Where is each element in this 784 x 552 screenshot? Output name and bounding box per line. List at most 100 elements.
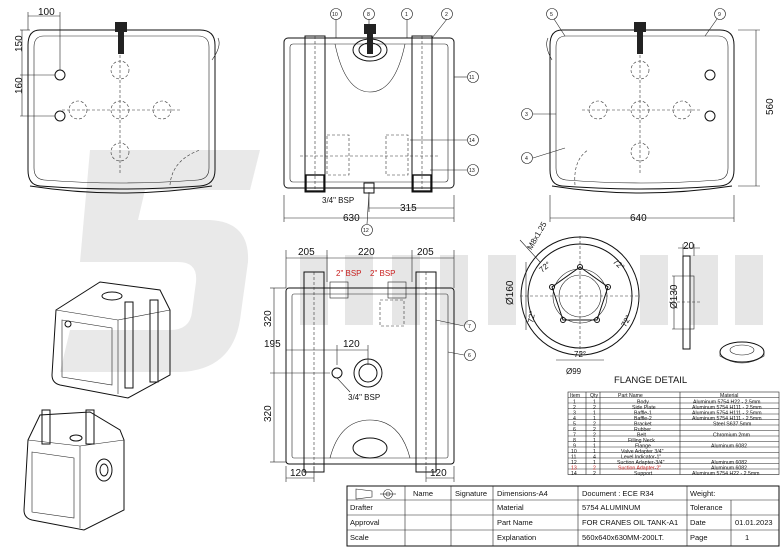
bom-cell: 12 [571, 460, 577, 466]
bom-header-qty: Qty [590, 393, 598, 399]
bom-cell: 1 [593, 438, 596, 444]
projection-symbol-icon [355, 488, 396, 500]
dim-640: 640 [630, 213, 647, 224]
balloon-5: 5 [550, 12, 553, 18]
balloon-13: 13 [469, 168, 475, 174]
bom-cell: 1 [593, 460, 596, 466]
bom-cell: 10 [571, 449, 577, 455]
bom-cell: 9 [573, 444, 576, 450]
bom-cell: 4 [593, 455, 596, 461]
bom-cell: Belt [637, 433, 646, 439]
tb-drafter: Drafter [350, 503, 373, 512]
dim-320-lower: 320 [263, 405, 274, 422]
bom-cell: 2 [573, 405, 576, 411]
bom-cell: 11 [571, 455, 576, 461]
front-view-top [283, 24, 455, 222]
bom-cell: 2 [593, 433, 596, 439]
tb-page-header: Page [690, 533, 708, 542]
bom-header-part: Part Name [618, 393, 643, 399]
dim-120-center: 120 [343, 339, 360, 350]
dim-320-upper: 320 [263, 310, 274, 327]
bom-cell: Aluminum 6082 [711, 444, 747, 450]
tb-explanation-value: 560x640x630MM-200LT. [582, 533, 664, 542]
balloon-3: 3 [525, 112, 528, 118]
bom-cell: Aluminum 6082 [711, 466, 747, 472]
dim-dia-99: Ø99 [566, 367, 582, 376]
balloon-4: 4 [525, 156, 528, 162]
bom-cell: 5 [573, 422, 576, 428]
label-bsp-bottom: 3/4" BSP [322, 196, 354, 205]
tb-dimensions: Dimensions-A4 [497, 489, 548, 498]
bom-cell: 1 [573, 400, 576, 406]
bom-header-item: Item [570, 393, 580, 399]
dim-160: 160 [14, 77, 25, 94]
bom-cell: Aluminum 6082 [711, 460, 747, 466]
bom-cell: Bracket [634, 422, 652, 428]
dim-dia-130: Ø130 [669, 284, 680, 309]
bom-table [567, 391, 780, 475]
tb-weight: Weight: [690, 489, 715, 498]
tb-tolerance: Tolerance [690, 503, 723, 512]
flange-detail-front [519, 236, 640, 361]
bom-cell: Body [637, 400, 649, 406]
bom-cell: 2 [593, 466, 596, 472]
bom-cell: Aluminum 5754 H111 - 2.5mm [692, 416, 762, 422]
balloon-8: 8 [367, 12, 370, 18]
tb-material-value: 5754 ALUMINUM [582, 503, 640, 512]
tb-page-value: 1 [745, 533, 749, 542]
label-2-bsp-right: 2" BSP [370, 269, 396, 278]
bom-cell: 1 [593, 449, 596, 455]
bom-cell: 1 [593, 444, 596, 450]
angle-72-bottom: 72° [574, 350, 586, 359]
tb-explanation-header: Explanation [497, 533, 536, 542]
balloon-2: 2 [445, 12, 448, 18]
bom-cell: Baffle-1 [634, 411, 652, 417]
title-block [346, 485, 780, 547]
bom-cell: Valve Adapter 3/4" [621, 449, 664, 455]
bom-cell: 2 [593, 422, 596, 428]
balloon-10: 10 [332, 12, 338, 18]
dim-560: 560 [765, 98, 776, 115]
bom-cell: Aluminum 5754 H111 - 2.5mm [692, 411, 762, 417]
angle-72-top-right: 72° [611, 257, 626, 272]
bom-cell: 14 [571, 471, 577, 477]
bom-text: Item Qty Part Name Material 1 1 Body Alu… [570, 393, 762, 477]
dim-20: 20 [683, 241, 695, 252]
balloon-9: 9 [718, 12, 721, 18]
bom-cell: 1 [593, 416, 596, 422]
tb-name-header: Name [413, 489, 433, 498]
bom-cell: Chromium 2mm [713, 433, 750, 439]
dim-205-left: 205 [298, 247, 315, 258]
bom-cell: 4 [573, 416, 576, 422]
side-profile-view-left [20, 12, 220, 194]
tb-document: Document : ECE R34 [582, 489, 654, 498]
bom-cell: 2 [593, 471, 596, 477]
dim-220: 220 [358, 247, 375, 258]
balloon-11: 11 [469, 75, 474, 81]
bom-cell: 7 [573, 433, 576, 439]
balloon-7: 7 [468, 324, 471, 330]
label-bsp-side: 3/4" BSP [348, 393, 380, 402]
bom-cell: 2 [593, 427, 596, 433]
tb-signature-header: Signature [455, 489, 487, 498]
bom-cell: Support [634, 471, 653, 477]
dim-150: 150 [14, 35, 25, 52]
bom-cell: Aluminum 5754 H111 - 2.5mm [692, 405, 762, 411]
bom-cell: 3 [573, 411, 576, 417]
isometric-tank-lower [23, 409, 125, 531]
tb-partname-value: FOR CRANES OIL TANK-A1 [582, 518, 678, 527]
bom-cell: Side Plate [632, 405, 656, 411]
bom-cell: 8 [573, 438, 576, 444]
angle-72-left: 72° [526, 310, 537, 323]
bom-cell: Rubber [634, 427, 651, 433]
tb-date-value: 01.01.2023 [735, 518, 773, 527]
label-2-bsp-left: 2" BSP [336, 269, 362, 278]
dim-dia-160: Ø160 [505, 280, 516, 305]
tb-partname-header: Part Name [497, 518, 533, 527]
dim-195: 195 [264, 339, 281, 350]
bom-cell: Suction Adapter-3/4" [617, 460, 665, 466]
balloons [330, 8, 726, 361]
bom-cell: Suction Adapter-2" [618, 466, 661, 472]
tb-scale: Scale [350, 533, 369, 542]
bom-cell: Flange [635, 444, 651, 450]
